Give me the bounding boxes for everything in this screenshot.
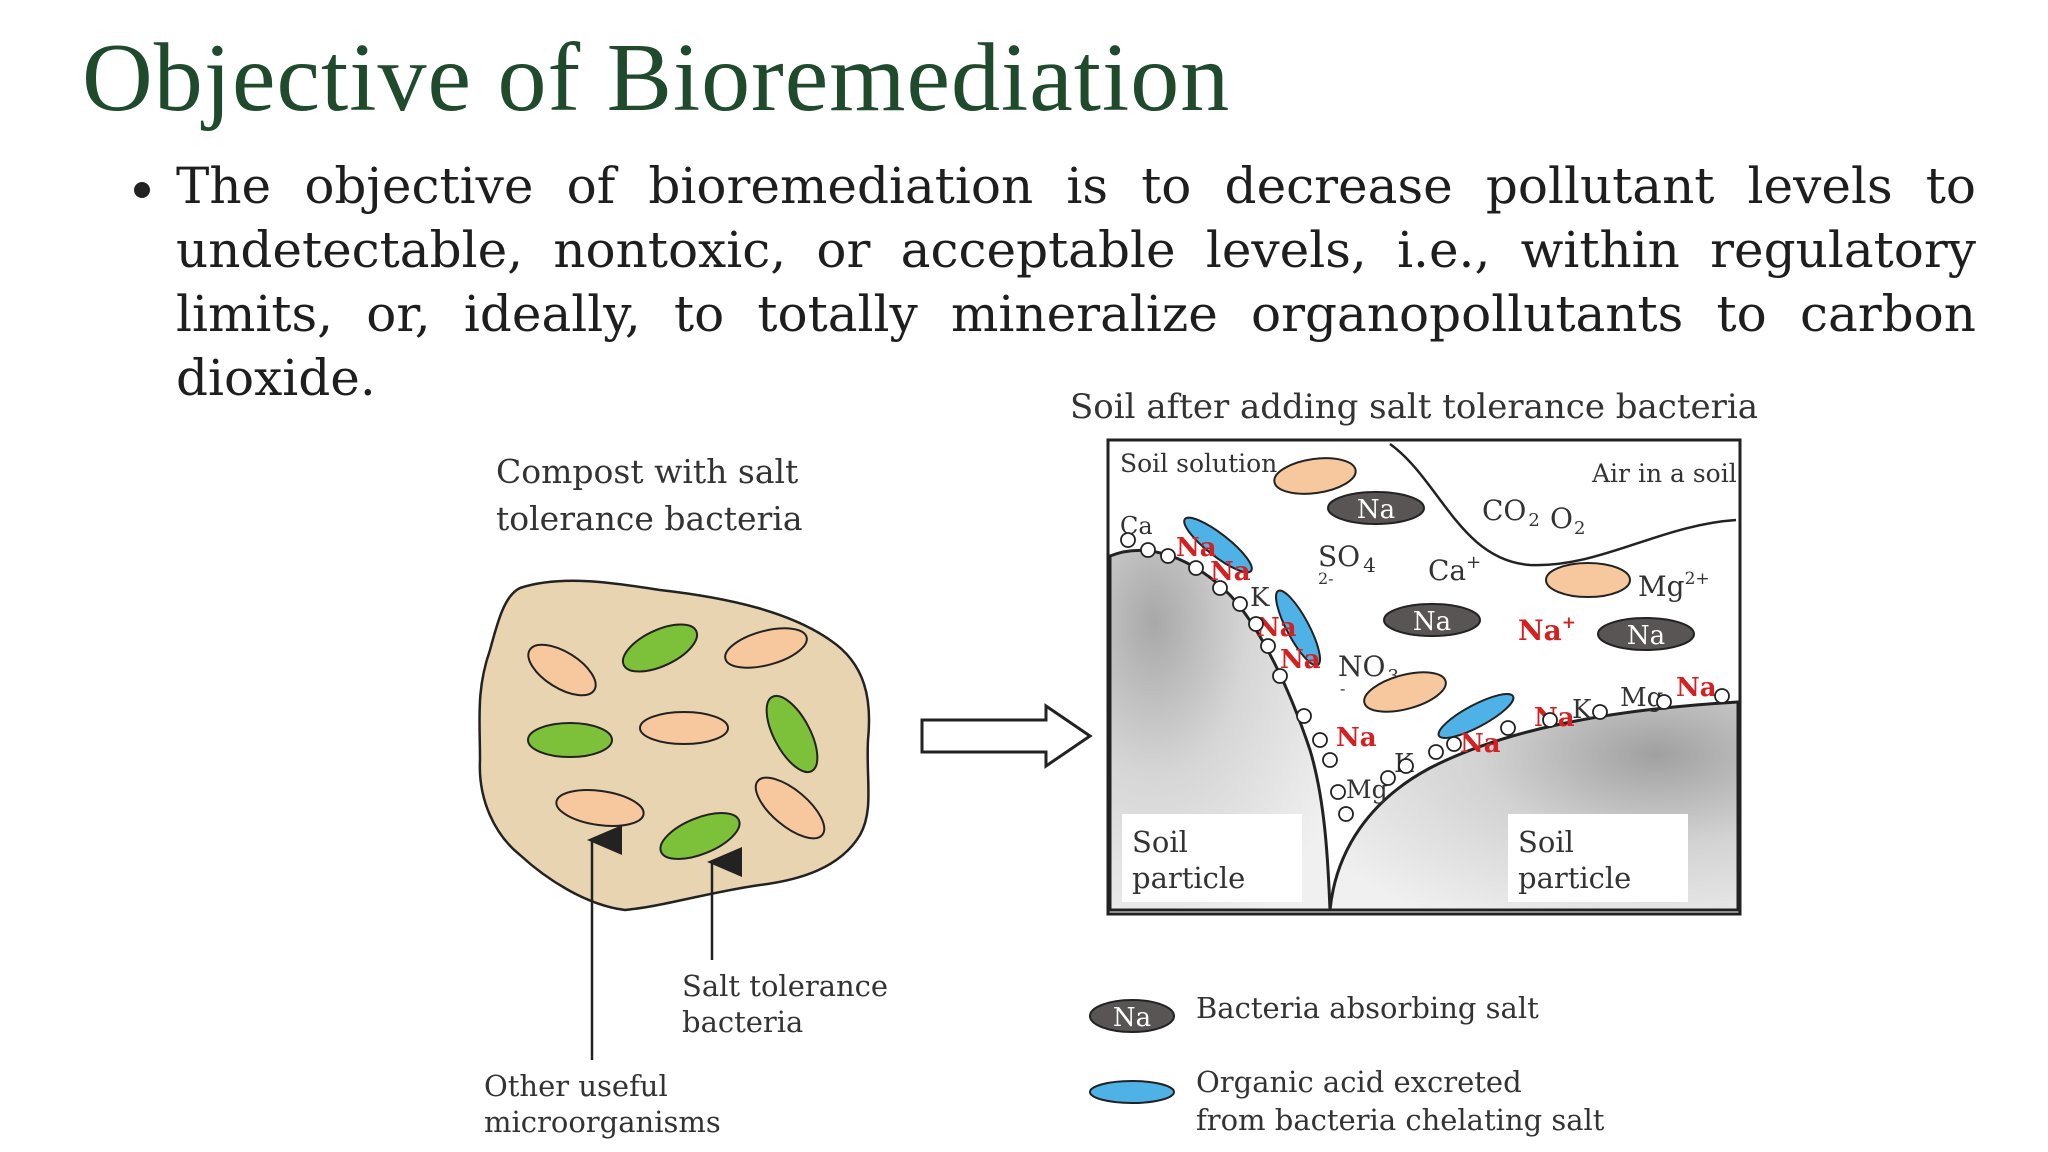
- ion-na: Na: [1336, 723, 1377, 753]
- bacteria-green: [659, 812, 741, 860]
- legend-acid-line2: from bacteria chelating salt: [1196, 1103, 1605, 1137]
- organic-acid: [1437, 693, 1515, 739]
- negative-charge-markers: [1120, 532, 1730, 822]
- bacteria-absorbing-salt: Na: [1383, 603, 1481, 637]
- legend-acid-line1: Organic acid excreted: [1196, 1065, 1522, 1099]
- label-air-in-soil: Air in a soil: [1591, 459, 1737, 488]
- compost-title-line2: tolerance bacteria: [496, 499, 803, 538]
- soil-particle-right-label-box: [1508, 814, 1688, 902]
- legend-acid-symbol: [1089, 1080, 1175, 1104]
- soil-particle-right-label-line2: particle: [1518, 861, 1631, 895]
- label-o2: O2: [1550, 502, 1585, 539]
- bacteria-green: [621, 623, 699, 673]
- label-soil-solution: Soil solution: [1120, 449, 1277, 478]
- bacteria-orange: [1545, 562, 1631, 598]
- compost-panel: Compost with salt tolerance bacteria Sal…: [478, 452, 888, 1139]
- organic-acid: [1183, 516, 1253, 574]
- transition-arrow-icon: [920, 703, 1093, 769]
- bacteria-absorbing-salt: Na: [1327, 491, 1425, 525]
- legend: Na Bacteria absorbing salt Organic acid …: [1089, 991, 1605, 1137]
- legend-bacteria-absorbing: Bacteria absorbing salt: [1196, 991, 1539, 1025]
- ion-na: Na: [1676, 673, 1717, 703]
- bacteria-orange: [527, 643, 597, 697]
- soil-particle-right-label-line1: Soil: [1518, 825, 1574, 859]
- ion-na: Na: [1176, 533, 1217, 563]
- svg-text:Na: Na: [1627, 621, 1665, 651]
- bullet-list: The objective of bioremediation is to de…: [128, 154, 1976, 410]
- label-so4-charge: 2-: [1318, 569, 1334, 588]
- svg-text:Na: Na: [1113, 1003, 1151, 1033]
- ion-na: Na: [1280, 645, 1321, 675]
- label-salt-tolerance-line2: bacteria: [682, 1005, 803, 1039]
- ion-na: Na: [1460, 729, 1501, 759]
- legend-bacteria-symbol: Na: [1089, 999, 1175, 1033]
- bacteria-orange: [639, 711, 729, 745]
- svg-text:Na: Na: [1357, 495, 1395, 525]
- label-other-microorganisms-line2: microorganisms: [484, 1105, 721, 1139]
- bacteria-orange: [1363, 671, 1447, 713]
- label-other-microorganisms-line1: Other useful: [484, 1069, 668, 1103]
- label-salt-tolerance-line1: Salt tolerance: [682, 969, 888, 1003]
- label-na-plus: Na+: [1518, 613, 1576, 647]
- compost-title-line1: Compost with salt: [496, 452, 798, 491]
- soil-particle-left-label-box: [1122, 814, 1302, 902]
- label-no3-charge: -: [1340, 679, 1345, 698]
- bacteria-green: [527, 722, 613, 758]
- slide-title: Objective of Bioremediation: [82, 24, 1231, 132]
- ion-k: K: [1250, 583, 1270, 613]
- ion-k: K: [1572, 695, 1592, 725]
- soil-particle-left-label-line1: Soil: [1132, 825, 1188, 859]
- air-boundary: [1389, 442, 1737, 567]
- bacteria-orange: [724, 627, 808, 669]
- bacteria-green: [765, 694, 819, 774]
- bullet-text: The objective of bioremediation is to de…: [176, 157, 1976, 407]
- bacteria-orange: [1273, 457, 1357, 495]
- organic-acid: [1275, 589, 1321, 667]
- soil-panel-title: Soil after adding salt tolerance bacteri…: [1070, 387, 1758, 427]
- bacteria-orange: [555, 789, 645, 827]
- bullet-dot-icon: [134, 182, 150, 198]
- bacteria-orange: [754, 776, 826, 840]
- ion-mg: Mg: [1620, 683, 1663, 713]
- svg-text:Na: Na: [1413, 607, 1451, 637]
- label-mg2plus: Mg2+: [1638, 569, 1710, 603]
- label-ca-plus: Ca+: [1428, 552, 1481, 587]
- soil-particle-left-label-line2: particle: [1132, 861, 1245, 895]
- soil-panel: Soil after adding salt tolerance bacteri…: [1070, 387, 1758, 916]
- bacteria-absorbing-salt: Na: [1597, 617, 1695, 651]
